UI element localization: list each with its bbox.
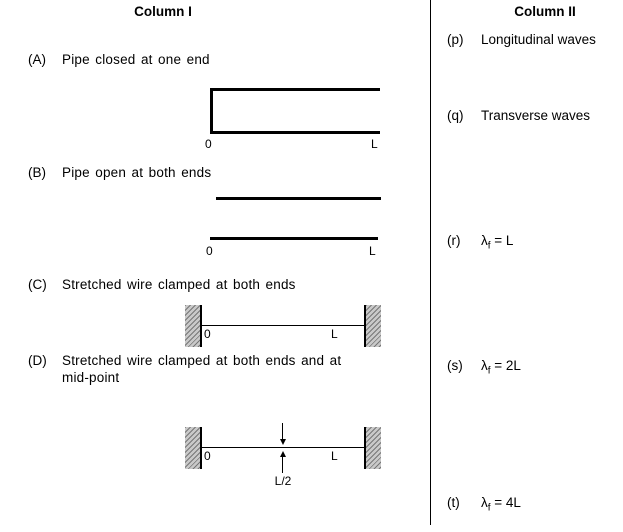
wire	[202, 447, 364, 448]
column2-header: Column II	[514, 4, 576, 19]
lambda-subscript: f	[487, 365, 491, 377]
item-t-row: (t) λf = 4L	[447, 495, 521, 515]
column-divider	[430, 0, 431, 525]
pipeA-length-label: L	[371, 137, 378, 151]
item-p-label: Longitudinal waves	[481, 32, 596, 47]
pipeB-length-label: L	[369, 244, 376, 258]
wire-clamped-both-ends-diagram: 0 L	[185, 305, 381, 347]
item-B-key: (B)	[28, 165, 46, 180]
wireC-zero-label: 0	[204, 327, 211, 341]
lambda-symbol: λ	[481, 495, 488, 510]
lambda-subscript: f	[487, 502, 491, 514]
item-r-key: (r)	[447, 233, 461, 248]
midpoint-label: L/2	[274, 474, 292, 488]
item-p-key: (p)	[447, 32, 464, 47]
left-clamp-bar	[200, 305, 202, 347]
arrowhead-up-icon	[279, 451, 286, 457]
item-A-key: (A)	[28, 52, 46, 67]
item-s-row: (s) λf = 2L	[447, 358, 521, 378]
wire-clamped-midpoint-diagram: 0 L L/2	[185, 423, 381, 488]
pipe-closed-one-end-diagram	[210, 88, 380, 134]
item-B-row: (B) Pipe open at both ends	[28, 165, 211, 182]
equation-text: = L	[490, 233, 514, 248]
right-clamp-bar	[364, 427, 366, 469]
item-D-label: Stretched wire clamped at both ends and …	[62, 353, 342, 385]
right-wall-hatch	[366, 427, 381, 469]
item-q-row: (q) Transverse waves	[447, 108, 590, 125]
pipeB-zero-label: 0	[206, 244, 213, 258]
right-clamp-bar	[364, 305, 366, 347]
item-t-key: (t)	[447, 495, 460, 510]
item-s-label: λf = 2L	[481, 358, 521, 378]
item-q-label: Transverse waves	[481, 108, 591, 123]
item-C-label: Stretched wire clamped at both ends	[62, 277, 296, 292]
wire	[202, 325, 364, 326]
item-D-row: (D) Stretched wire clamped at both ends …	[28, 353, 372, 387]
lambda-subscript: f	[487, 240, 491, 252]
pipe-open-top-wall	[216, 197, 381, 200]
lambda-symbol: λ	[481, 233, 488, 248]
item-D-key: (D)	[28, 353, 47, 368]
column1-header: Column I	[134, 4, 192, 19]
item-t-label: λf = 4L	[481, 495, 521, 515]
wireD-length-label: L	[331, 449, 338, 463]
left-wall-hatch	[185, 305, 200, 347]
right-wall-hatch	[366, 305, 381, 347]
item-C-key: (C)	[28, 277, 47, 292]
equation-text: = 4L	[490, 495, 521, 510]
item-q-key: (q)	[447, 108, 464, 123]
item-A-row: (A) Pipe closed at one end	[28, 52, 210, 69]
lambda-symbol: λ	[481, 358, 488, 373]
left-clamp-bar	[200, 427, 202, 469]
midpoint-down-arrow	[279, 423, 286, 445]
arrow-shaft	[282, 457, 283, 473]
item-C-row: (C) Stretched wire clamped at both ends	[28, 277, 296, 294]
item-A-label: Pipe closed at one end	[62, 52, 210, 67]
item-r-label: λf = L	[481, 233, 513, 253]
midpoint-up-arrow	[279, 451, 286, 473]
item-s-key: (s)	[447, 358, 463, 373]
left-wall-hatch	[185, 427, 200, 469]
pipe-open-bottom-wall	[210, 237, 378, 240]
arrow-shaft	[282, 423, 283, 439]
equation-text: = 2L	[490, 358, 521, 373]
pipeA-zero-label: 0	[205, 137, 212, 151]
arrowhead-down-icon	[279, 439, 286, 445]
item-B-label: Pipe open at both ends	[62, 165, 212, 180]
wireD-zero-label: 0	[204, 449, 211, 463]
item-r-row: (r) λf = L	[447, 233, 513, 253]
item-p-row: (p) Longitudinal waves	[447, 32, 596, 49]
wireC-length-label: L	[331, 327, 338, 341]
